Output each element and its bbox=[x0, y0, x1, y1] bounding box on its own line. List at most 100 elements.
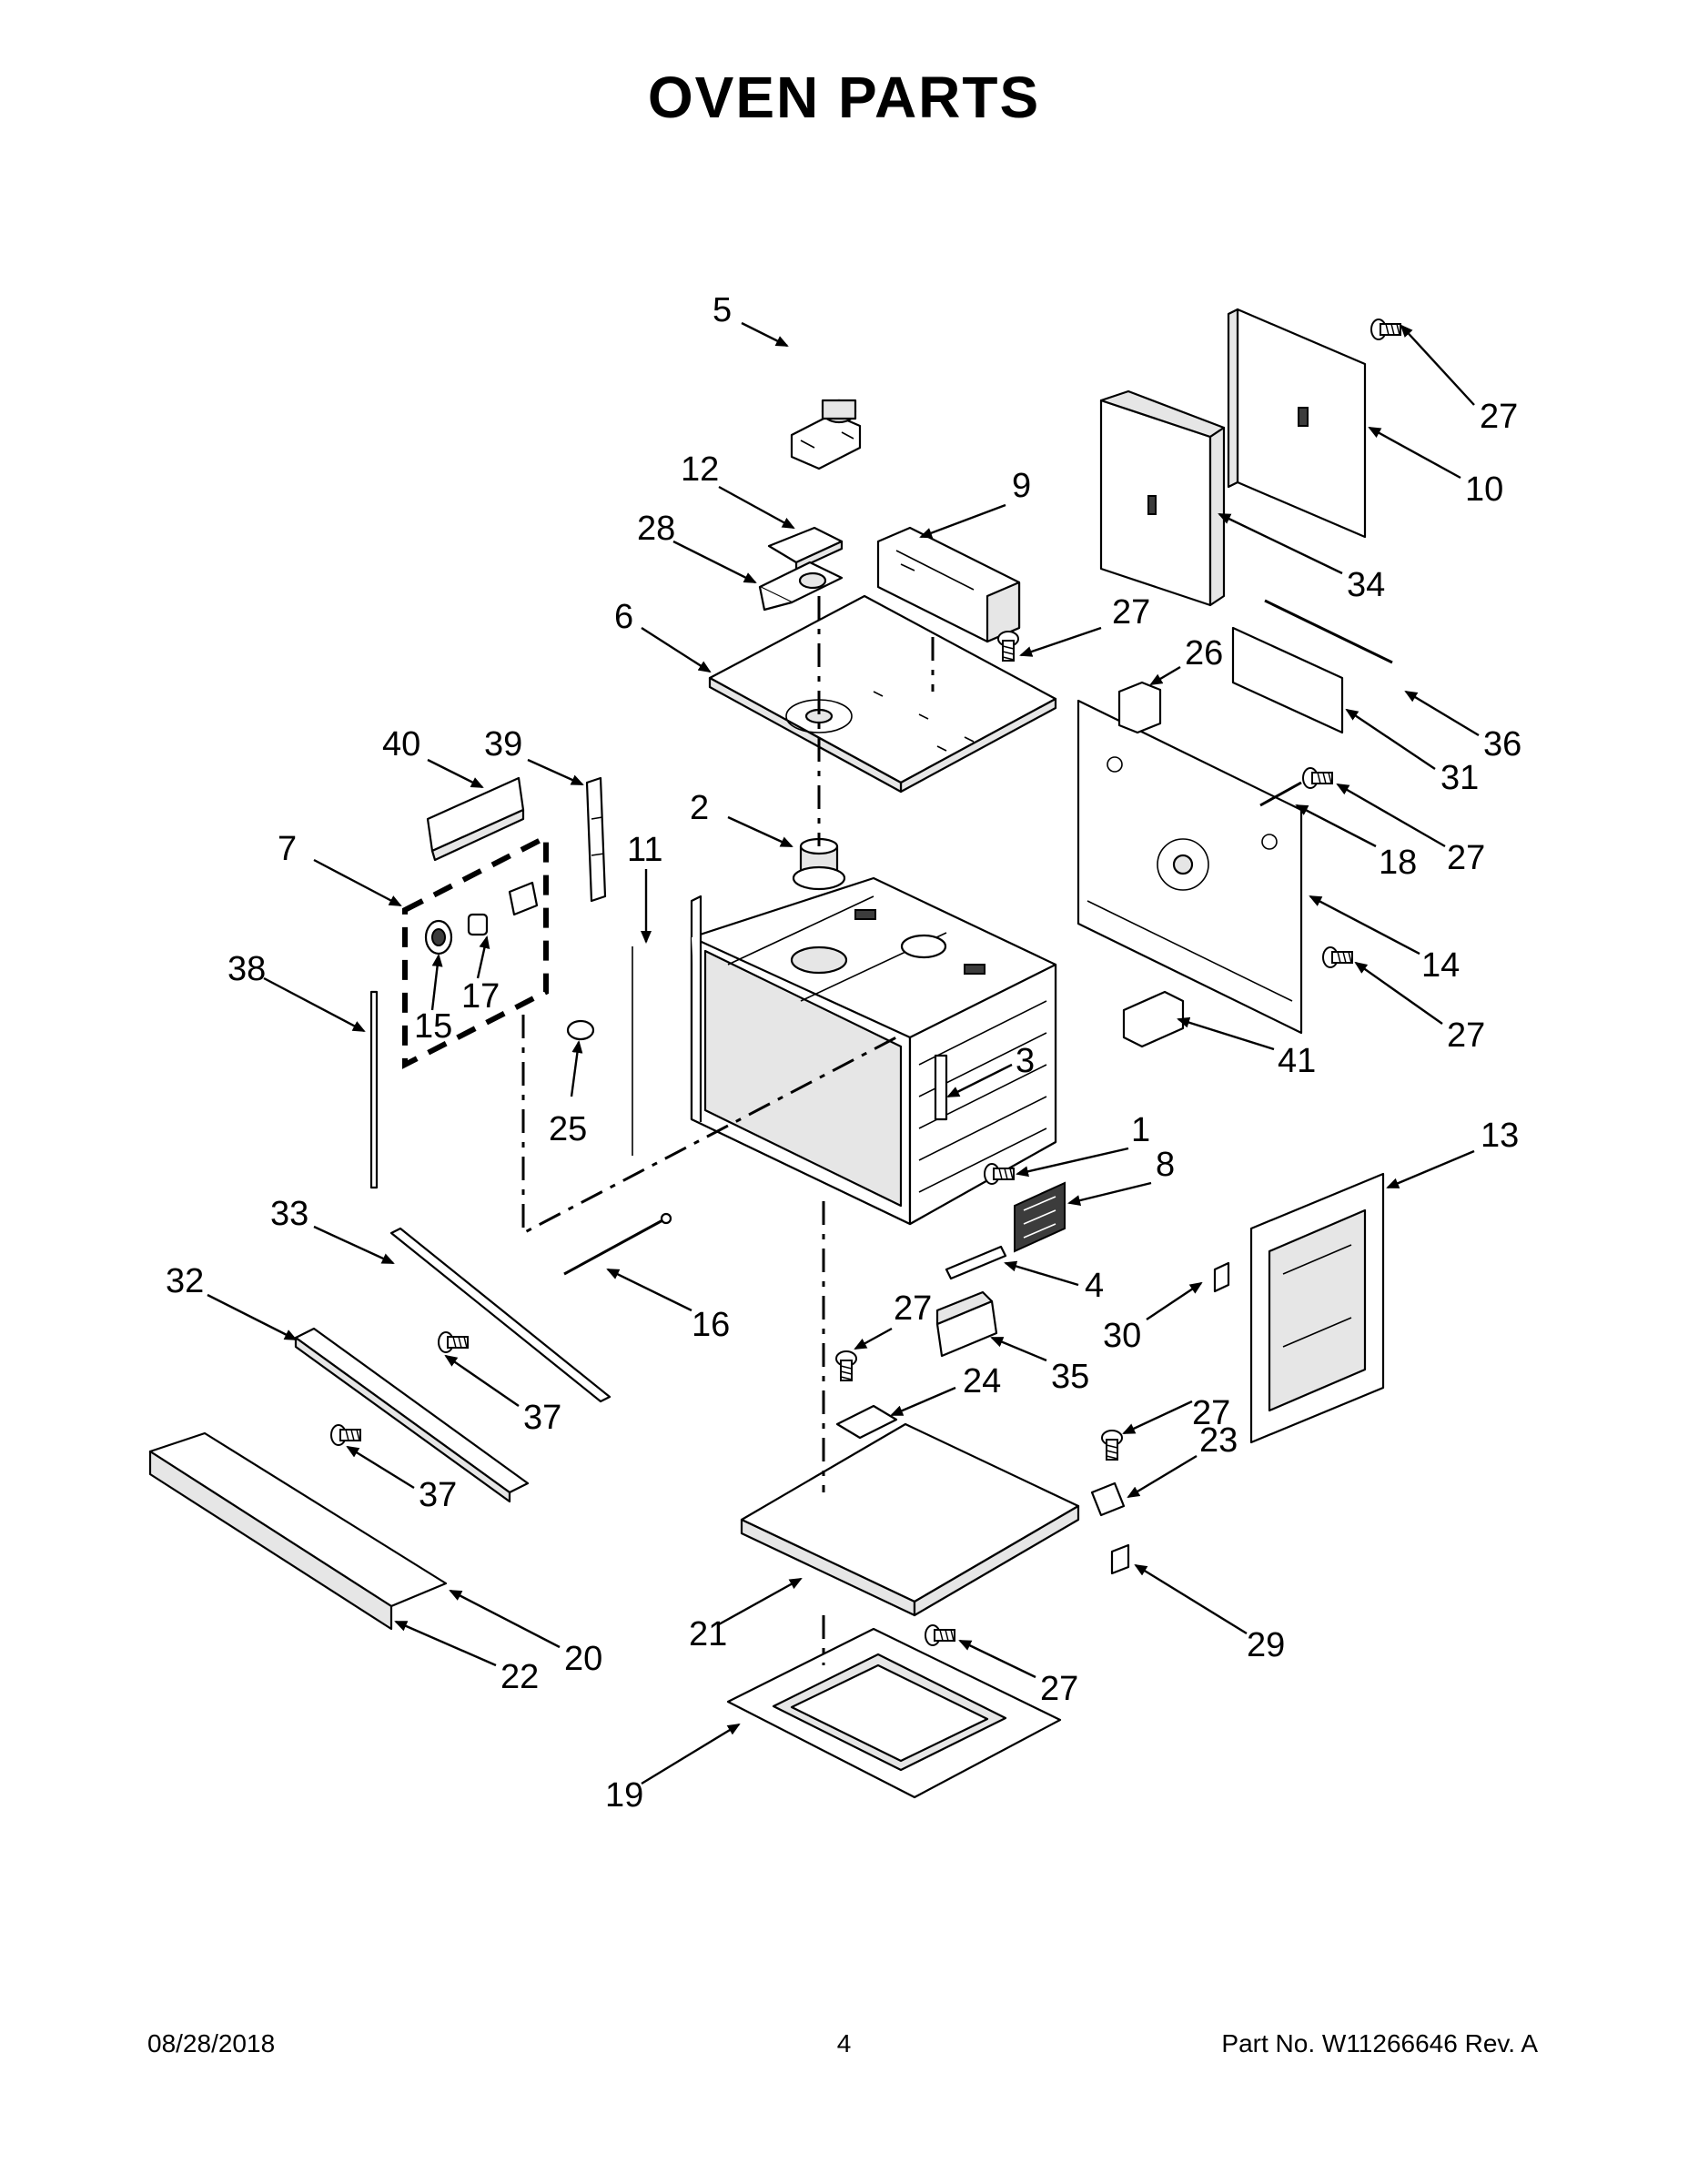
callout-6: 6 bbox=[614, 598, 633, 636]
callout-29: 29 bbox=[1247, 1626, 1285, 1664]
part-13-side-panel bbox=[1249, 1172, 1385, 1444]
part-38-rod bbox=[369, 990, 379, 1189]
part-12-bracket bbox=[767, 526, 844, 571]
callout-27f: 27 bbox=[1192, 1394, 1230, 1432]
callout-11: 11 bbox=[627, 831, 662, 869]
callout-15: 15 bbox=[414, 1007, 452, 1046]
callout-27g: 27 bbox=[1040, 1670, 1078, 1708]
callout-10: 10 bbox=[1465, 470, 1503, 509]
part-20-trim bbox=[148, 1431, 448, 1608]
part-9-duct bbox=[876, 526, 1021, 643]
part-6-top-shield bbox=[708, 594, 1057, 794]
part-28-bracket bbox=[758, 561, 844, 612]
part-19-frame bbox=[726, 1627, 1062, 1799]
callout-39: 39 bbox=[484, 725, 522, 763]
footer-part-number: Part No. W11266646 Rev. A bbox=[1221, 2029, 1538, 2058]
part-27-screw-c bbox=[1302, 767, 1333, 789]
callout-27b: 27 bbox=[1112, 593, 1150, 632]
callout-16: 16 bbox=[692, 1306, 730, 1344]
callout-28: 28 bbox=[637, 510, 675, 548]
callout-34: 34 bbox=[1347, 566, 1385, 604]
part-2-fan-motor bbox=[792, 837, 846, 891]
callout-33: 33 bbox=[270, 1195, 308, 1233]
part-21-bottom-panel bbox=[740, 1422, 1080, 1617]
callout-27e: 27 bbox=[894, 1289, 932, 1328]
part-oven-cavity bbox=[690, 876, 1057, 1226]
part-27-screw-b bbox=[1370, 318, 1401, 340]
part-18-probe bbox=[1259, 781, 1302, 807]
callout-24: 24 bbox=[963, 1362, 1001, 1400]
part-26-box bbox=[1117, 681, 1162, 734]
callout-14: 14 bbox=[1421, 946, 1460, 985]
callout-7: 7 bbox=[278, 830, 297, 868]
callout-35: 35 bbox=[1051, 1358, 1089, 1396]
part-27-screw-a bbox=[997, 631, 1019, 662]
part-25-plug bbox=[566, 1019, 595, 1041]
callout-38: 38 bbox=[227, 950, 266, 988]
part-35-bracket bbox=[935, 1290, 998, 1358]
callout-1: 1 bbox=[1131, 1111, 1150, 1149]
callout-20: 20 bbox=[564, 1640, 602, 1678]
callout-18: 18 bbox=[1379, 844, 1417, 882]
part-27-screw-f bbox=[1101, 1430, 1123, 1461]
part-23-bracket bbox=[1090, 1481, 1126, 1517]
callout-3: 3 bbox=[1016, 1042, 1035, 1080]
callout-27a: 27 bbox=[1480, 398, 1518, 436]
part-27-screw-g bbox=[925, 1624, 955, 1646]
callout-12: 12 bbox=[681, 450, 719, 489]
callout-25: 25 bbox=[549, 1110, 587, 1148]
part-22-trim bbox=[148, 1450, 393, 1631]
explode-lines bbox=[521, 596, 935, 1665]
callout-8: 8 bbox=[1156, 1146, 1175, 1184]
part-24-bracket bbox=[835, 1404, 898, 1440]
callout-13: 13 bbox=[1481, 1117, 1519, 1155]
callout-5: 5 bbox=[713, 291, 732, 329]
part-27-screw-e bbox=[835, 1350, 857, 1381]
part-10-back-panel bbox=[1227, 308, 1367, 539]
page-title: OVEN PARTS bbox=[647, 65, 1041, 130]
part-34-insulation-panel bbox=[1099, 389, 1226, 607]
callout-22: 22 bbox=[500, 1658, 539, 1696]
part-32-trim bbox=[294, 1327, 530, 1503]
part-8-vent bbox=[1014, 1181, 1066, 1253]
callout-32: 32 bbox=[166, 1262, 204, 1300]
callout-23: 23 bbox=[1199, 1421, 1238, 1460]
part-3-sensor bbox=[934, 1054, 948, 1121]
callout-26: 26 bbox=[1185, 634, 1223, 672]
callout-2: 2 bbox=[690, 789, 709, 827]
part-29-clip bbox=[1110, 1543, 1130, 1575]
callout-labels: 5 27 10 12 9 28 34 6 27 26 36 40 39 31 2… bbox=[166, 291, 1521, 1815]
callout-37a: 37 bbox=[523, 1399, 561, 1437]
part-36-rod bbox=[1264, 599, 1393, 664]
callout-4: 4 bbox=[1085, 1267, 1104, 1305]
callout-27d: 27 bbox=[1447, 1016, 1485, 1055]
part-5-relay bbox=[790, 399, 862, 470]
callout-19: 19 bbox=[605, 1776, 643, 1815]
callout-30: 30 bbox=[1103, 1317, 1141, 1355]
part-30-clip bbox=[1213, 1261, 1230, 1293]
part-7-light-assembly bbox=[402, 833, 549, 1069]
leader-arrows bbox=[207, 321, 1480, 1785]
part-41-bracket bbox=[1122, 990, 1185, 1048]
footer-date: 08/28/2018 bbox=[147, 2029, 276, 2058]
callout-21: 21 bbox=[689, 1615, 727, 1653]
part-27-screw-d bbox=[1322, 946, 1353, 968]
part-14-rear-panel bbox=[1076, 699, 1303, 1035]
part-4-bracket bbox=[945, 1245, 1007, 1280]
callout-9: 9 bbox=[1012, 467, 1031, 505]
callout-40: 40 bbox=[382, 725, 420, 763]
callout-31: 31 bbox=[1440, 759, 1479, 797]
callout-41: 41 bbox=[1278, 1042, 1316, 1080]
footer-page-number: 4 bbox=[836, 2029, 852, 2058]
part-16-rod bbox=[563, 1212, 672, 1276]
part-31-bracket bbox=[1231, 626, 1344, 734]
callout-37b: 37 bbox=[419, 1476, 457, 1514]
callout-36: 36 bbox=[1483, 725, 1521, 763]
callout-17: 17 bbox=[461, 977, 500, 1016]
part-39-hinge bbox=[585, 776, 607, 903]
part-37-screw-a bbox=[438, 1331, 469, 1353]
callout-27c: 27 bbox=[1447, 839, 1485, 877]
part-37-screw-b bbox=[330, 1424, 361, 1446]
part-40-plate bbox=[426, 776, 525, 862]
